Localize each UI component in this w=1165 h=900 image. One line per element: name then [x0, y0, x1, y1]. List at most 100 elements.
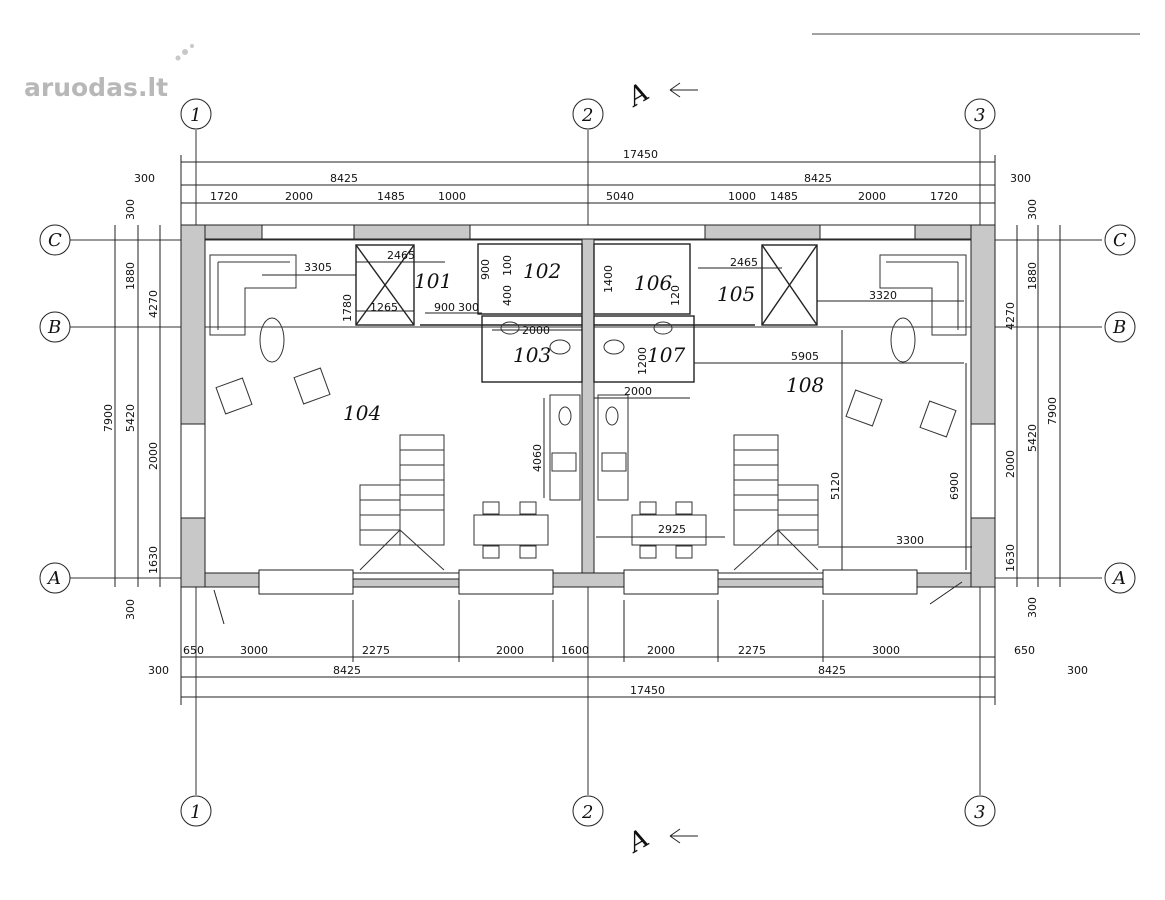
dim-2000-bath-left: 2000: [522, 324, 550, 337]
dim-top-1000-left: 1000: [438, 190, 466, 203]
dim-3305: 3305: [304, 261, 332, 274]
dim-bot-8425-left: 8425: [333, 664, 361, 677]
svg-text:A: A: [1111, 568, 1126, 589]
entry-leader-right: [929, 581, 963, 605]
sofa-left: [209, 254, 297, 336]
dim-left-4270: 4270: [147, 290, 160, 318]
bathroom-fixtures: [500, 321, 673, 355]
armchair-left-2: [293, 367, 331, 405]
logo-tld: .lt: [138, 73, 168, 102]
dim-top-1720-right: 1720: [930, 190, 958, 203]
axis-bubble-1-bottom: 1: [180, 795, 212, 827]
room-108: 108: [786, 373, 824, 397]
dim-2465-right: 2465: [730, 256, 758, 269]
armchair-left-1: [215, 377, 253, 415]
dim-right-300-bottom: 300: [1026, 597, 1039, 618]
dim-right-5420: 5420: [1026, 424, 1039, 452]
dim-left-2000: 2000: [147, 442, 160, 470]
dim-right-1880: 1880: [1026, 262, 1039, 290]
entry-leader-left: [213, 589, 225, 625]
section-mark-top: A: [621, 77, 698, 114]
dim-1265: 1265: [370, 301, 398, 314]
dim-left-1880: 1880: [124, 262, 137, 290]
dim-right-4270: 4270: [1004, 302, 1017, 330]
coffee-table-right: [890, 317, 916, 363]
svg-text:B: B: [47, 317, 61, 338]
dim-900-v: 900: [479, 259, 492, 280]
dim-right-1630: 1630: [1004, 544, 1017, 572]
logo-text: aruodas: [24, 73, 138, 102]
room-101: 101: [414, 269, 452, 293]
svg-text:3: 3: [974, 105, 985, 126]
dim-400: 400: [501, 285, 514, 306]
room-104: 104: [343, 401, 381, 425]
dim-top-1485-right: 1485: [770, 190, 798, 203]
inner-partitions: [355, 243, 818, 383]
armchair-right-1: [845, 389, 883, 427]
svg-text:3: 3: [974, 802, 985, 823]
axis-bubble-1-top: 1: [180, 98, 212, 130]
dim-300: 300: [458, 301, 479, 314]
aruodas-logo: aruodas .lt: [24, 44, 194, 102]
dim-bot-2000-left: 2000: [496, 644, 524, 657]
dim-left-300-top: 300: [124, 199, 137, 220]
svg-text:2: 2: [581, 105, 593, 126]
svg-text:A: A: [621, 77, 654, 113]
dim-2000-bath-right: 2000: [624, 385, 652, 398]
dining-table-right: [631, 501, 707, 559]
dim-5905: 5905: [791, 350, 819, 363]
room-107: 107: [647, 343, 685, 367]
dim-top-1720-left: 1720: [210, 190, 238, 203]
dim-left-1630: 1630: [147, 546, 160, 574]
room-103: 103: [513, 343, 551, 367]
axis-bubble-2-bottom: 2: [572, 795, 604, 827]
svg-text:1: 1: [190, 105, 201, 126]
dim-left-7900: 7900: [102, 404, 115, 432]
dim-1780: 1780: [341, 294, 354, 322]
dim-bot-1600: 1600: [561, 644, 589, 657]
dim-2925: 2925: [658, 523, 686, 536]
kitchen-counters: [549, 394, 629, 501]
outer-walls: [180, 224, 996, 588]
dim-bot-8425-right: 8425: [818, 664, 846, 677]
axis-bubble-C-left: C: [39, 224, 71, 256]
dim-top-2000-left: 2000: [285, 190, 313, 203]
dim-3320: 3320: [869, 289, 897, 302]
dimension-lines-bottom: [180, 587, 996, 705]
dim-top-300-right: 300: [1010, 172, 1031, 185]
axis-bubble-2-top: 2: [572, 98, 604, 130]
axis-bubble-A-left: A: [39, 562, 71, 594]
dim-6900: 6900: [948, 472, 961, 500]
dining-table-left: [473, 501, 549, 559]
dim-bot-2275-right: 2275: [738, 644, 766, 657]
windows: [180, 224, 996, 595]
dim-left-300-bottom: 300: [124, 599, 137, 620]
dim-100: 100: [501, 255, 514, 276]
room-105: 105: [717, 282, 755, 306]
dim-900-h: 900: [434, 301, 455, 314]
dim-bot-650-left: 650: [183, 644, 204, 657]
axis-bubble-A-right: A: [1104, 562, 1136, 594]
room-106: 106: [634, 271, 672, 295]
svg-text:A: A: [46, 568, 61, 589]
dimension-lines-inner: [262, 261, 972, 570]
axis-bubble-B-right: B: [1104, 311, 1136, 343]
coffee-table-left: [259, 317, 285, 363]
dimension-lines-left: [114, 225, 161, 587]
dim-top-300-left: 300: [134, 172, 155, 185]
dim-bot-2275-left: 2275: [362, 644, 390, 657]
dim-top-8425-left: 8425: [330, 172, 358, 185]
dimension-lines-right: [1016, 225, 1061, 587]
dim-left-5420: 5420: [124, 404, 137, 432]
svg-text:C: C: [1113, 230, 1127, 251]
axis-bubble-3-bottom: 3: [964, 795, 996, 827]
dim-top-1000-right: 1000: [728, 190, 756, 203]
dimension-lines-top: [180, 155, 996, 225]
dim-120: 120: [669, 285, 682, 306]
dim-4060: 4060: [531, 444, 544, 472]
dim-top-5040: 5040: [606, 190, 634, 203]
axis-bubble-B-left: B: [39, 311, 71, 343]
sofa-right: [879, 254, 967, 336]
dim-2465-left: 2465: [387, 249, 415, 262]
dim-right-7900: 7900: [1046, 397, 1059, 425]
